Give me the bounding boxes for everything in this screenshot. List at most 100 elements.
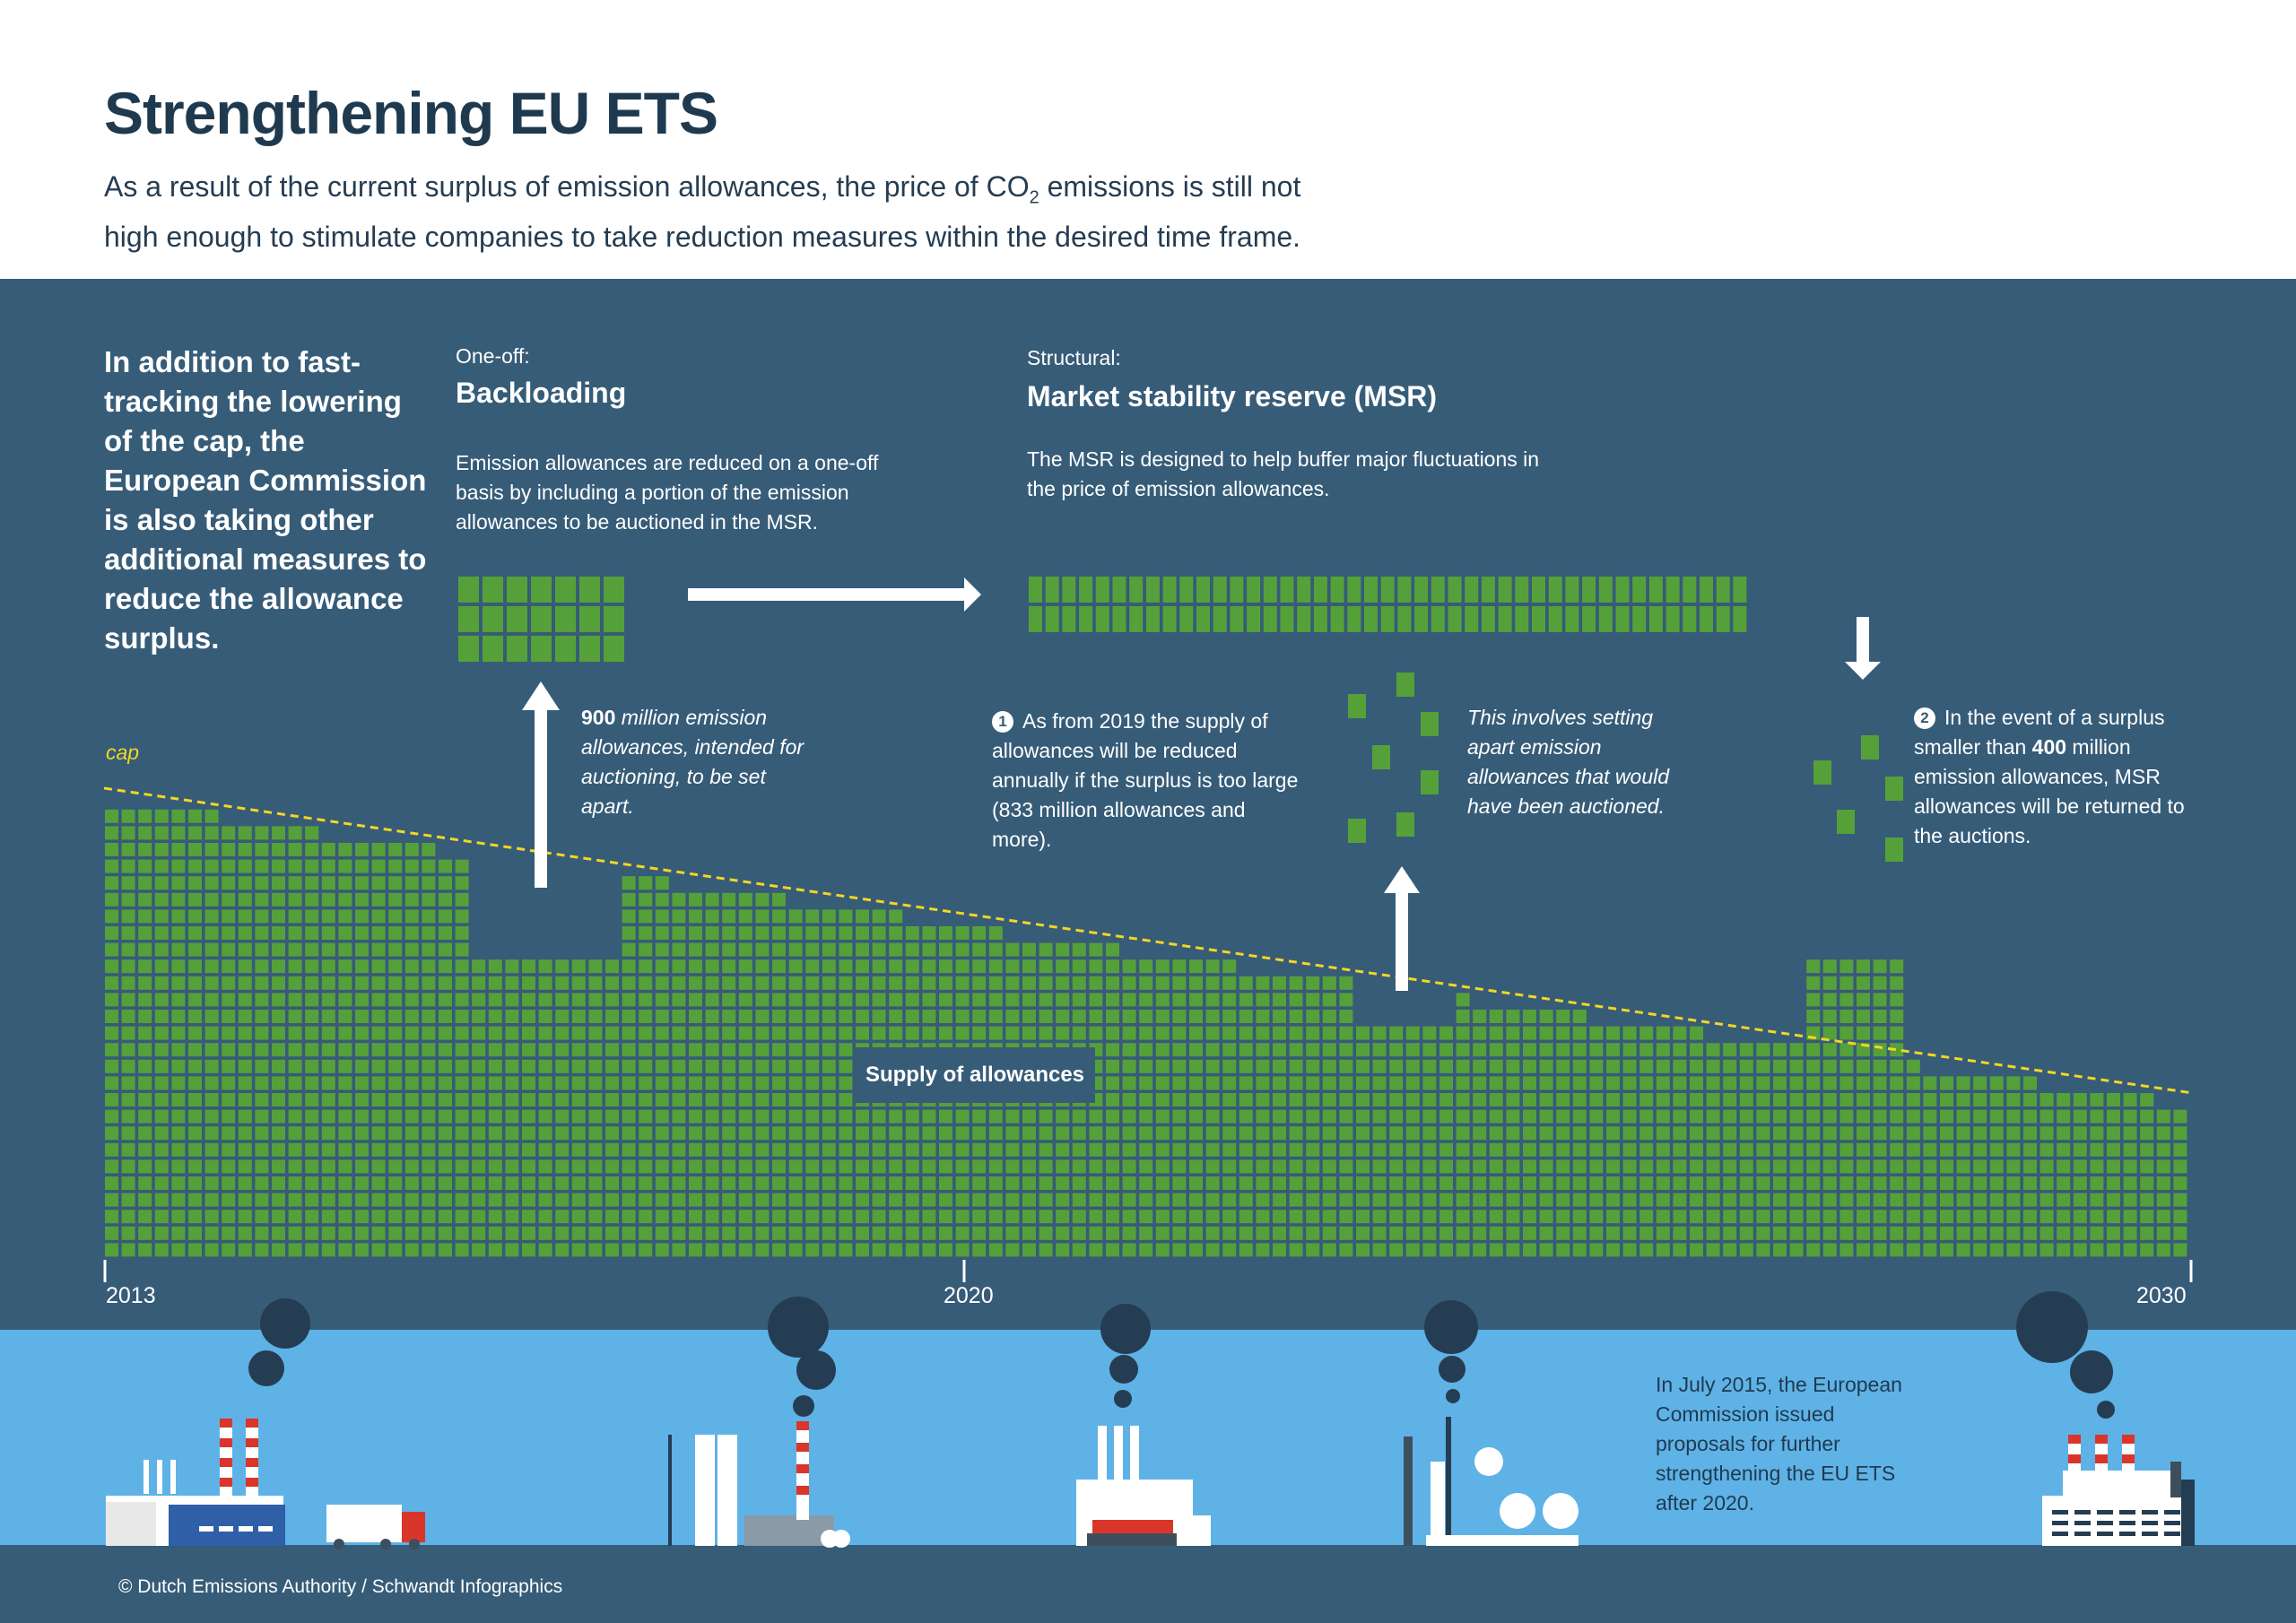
allowance-block: [1306, 1093, 1320, 1107]
allowance-block: [388, 909, 403, 924]
allowance-block: [455, 1193, 469, 1207]
allowance-block: [1873, 1159, 1887, 1174]
allowance-block: [1756, 1093, 1770, 1107]
allowance-block: [1273, 1243, 1286, 1257]
chimney: [1114, 1426, 1123, 1488]
allowance-block: [955, 959, 970, 974]
allowance-block: [755, 1010, 770, 1023]
allowance-block: [371, 1159, 386, 1174]
allowance-block: [222, 826, 236, 840]
allowance-block: [505, 1109, 519, 1124]
window: [2052, 1521, 2068, 1525]
allowance-block: [321, 959, 335, 974]
allowance-block: [655, 993, 669, 1007]
allowance-block: [1806, 1126, 1821, 1141]
allowance-block: [1155, 1109, 1170, 1124]
allowance-block: [1489, 1126, 1503, 1141]
allowance-block: [1339, 1226, 1353, 1240]
allowance-block: [2123, 1226, 2137, 1240]
allowance-block: [805, 1142, 820, 1157]
allowance-block: [1690, 1176, 1703, 1190]
allowance-block: [204, 1159, 219, 1174]
backloading-note: 900 million emission allowances, intende…: [581, 706, 804, 818]
allowance-block: [2073, 1126, 2087, 1141]
allowance-block: [1029, 606, 1042, 632]
allowance-block: [1639, 1026, 1654, 1040]
allowance-block: [222, 942, 236, 957]
allowance-block: [1632, 606, 1647, 632]
allowance-block: [1339, 1159, 1353, 1174]
allowance-block: [1940, 1193, 1953, 1207]
allowance-block: [1873, 1093, 1887, 1107]
allowance-block: [788, 909, 803, 924]
allowance-block: [738, 993, 752, 1007]
allowance-block: [505, 993, 519, 1007]
allowance-block: [1405, 1043, 1420, 1057]
allowance-block: [154, 942, 169, 957]
allowance-block: [672, 1093, 686, 1107]
allowance-block: [1857, 1059, 1870, 1073]
allowance-block: [1822, 1043, 1837, 1057]
allowance-block: [588, 1109, 603, 1124]
allowance-block: [1322, 1026, 1336, 1040]
allowance-block: [171, 809, 186, 823]
allowance-block: [1873, 1043, 1887, 1057]
allowance-block: [1189, 1126, 1203, 1141]
allowance-block: [138, 1076, 152, 1090]
allowance-block: [2156, 1159, 2170, 1174]
allowance-block: [255, 1176, 269, 1190]
allowance-block: [138, 993, 152, 1007]
allowance-block: [839, 976, 853, 990]
allowance-block: [338, 876, 352, 890]
allowance-block: [1506, 1159, 1520, 1174]
allowance-block: [555, 1109, 570, 1124]
allowance-block: [1473, 1059, 1487, 1073]
allowance-block: [605, 1093, 619, 1107]
allowance-block: [1189, 1176, 1203, 1190]
allowance-block: [138, 1010, 152, 1023]
allowance-block: [305, 926, 319, 940]
allowance-block: [655, 976, 669, 990]
allowance-block: [1072, 1109, 1086, 1124]
allowance-block: [204, 926, 219, 940]
allowance-block: [1690, 1109, 1703, 1124]
allowance-block: [2156, 1243, 2170, 1257]
allowance-block: [222, 1043, 236, 1057]
allowance-block: [1205, 1210, 1220, 1224]
allowance-block: [238, 959, 252, 974]
allowance-block: [1389, 1026, 1404, 1040]
allowance-block: [555, 1026, 570, 1040]
allowance-block: [1885, 838, 1903, 862]
allowance-block: [531, 577, 552, 603]
allowance-block: [588, 1043, 603, 1057]
allowance-block: [422, 1093, 436, 1107]
allowance-block: [1189, 1210, 1203, 1224]
allowance-block: [1106, 1059, 1119, 1073]
allowance-block: [1456, 1059, 1470, 1073]
allowance-block: [388, 1243, 403, 1257]
allowance-block: [272, 1026, 285, 1040]
allowance-block: [404, 993, 419, 1007]
allowance-block: [1072, 1193, 1086, 1207]
allowance-block: [404, 1193, 419, 1207]
allowance-block: [1873, 1126, 1887, 1141]
allowance-block: [204, 1193, 219, 1207]
allowance-block: [154, 1226, 169, 1240]
allowance-block: [1806, 1059, 1821, 1073]
allowance-block: [255, 942, 269, 957]
allowance-block: [2107, 1142, 2120, 1157]
allowance-block: [655, 1226, 669, 1240]
allowance-block: [1923, 1210, 1937, 1224]
allowance-block: [338, 1159, 352, 1174]
allowance-block: [1189, 1193, 1203, 1207]
allowance-block: [355, 942, 369, 957]
allowance-block: [1673, 1126, 1687, 1141]
plant: [744, 1515, 834, 1546]
allowance-block: [1139, 976, 1153, 990]
allowance-block: [371, 892, 386, 907]
allowance-block: [722, 1043, 736, 1057]
allowance-block: [1756, 1043, 1770, 1057]
allowance-block: [1289, 1026, 1303, 1040]
allowance-block: [272, 826, 285, 840]
